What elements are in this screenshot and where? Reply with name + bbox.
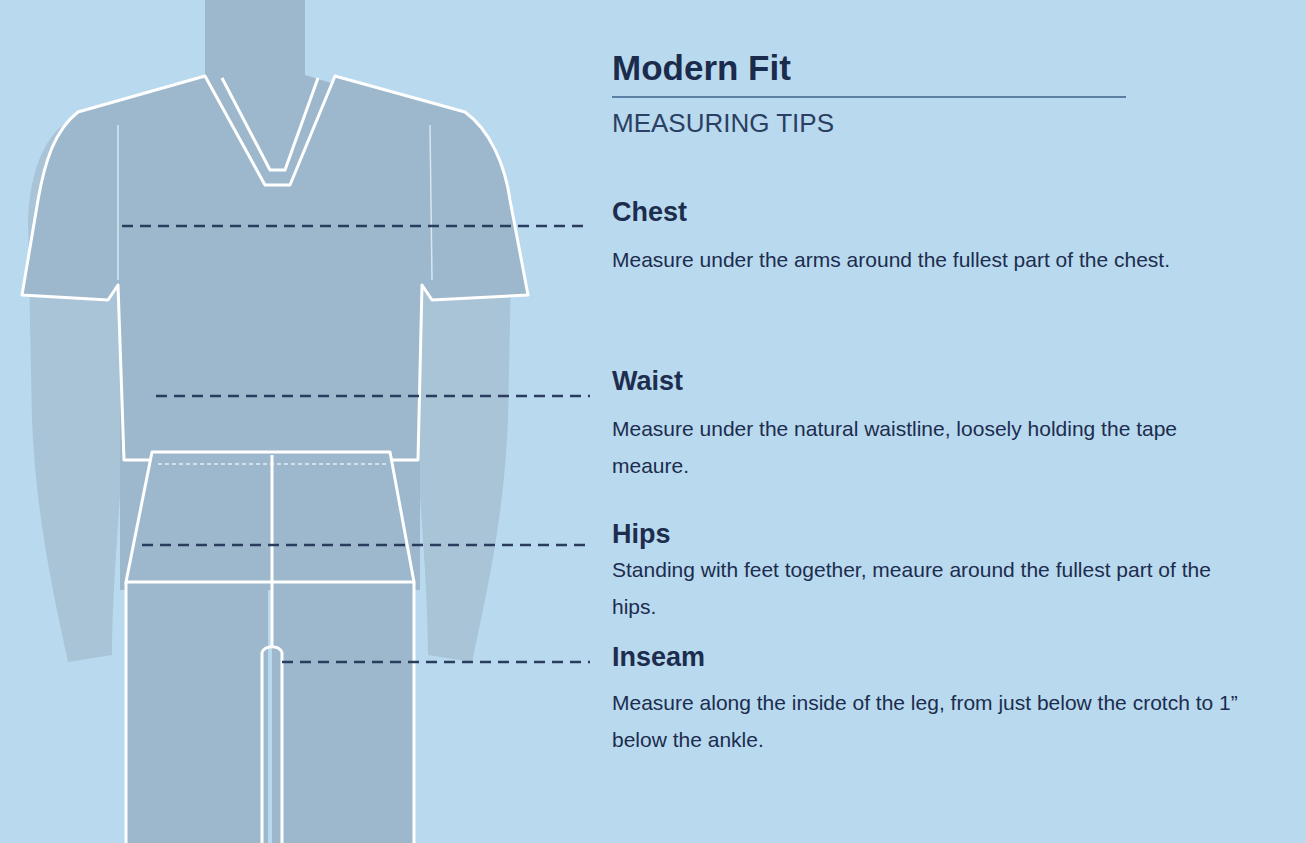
- inseam-leader: [282, 661, 590, 664]
- section-heading: Chest: [612, 196, 1252, 228]
- waist-leader: [156, 395, 590, 398]
- scrub-top: [22, 76, 528, 460]
- section-heading: Inseam: [612, 641, 1252, 673]
- chest-leader: [122, 225, 590, 228]
- title: Modern Fit: [612, 48, 791, 88]
- v-neck-trim: [222, 78, 318, 170]
- section-heading: Hips: [612, 518, 1252, 550]
- title-rule: [612, 96, 1126, 98]
- measuring-tip: Measure under the arms around the fulles…: [612, 241, 1252, 278]
- hips-leader: [142, 544, 590, 547]
- subtitle: MEASURING TIPS: [612, 108, 1252, 139]
- left-leg: [126, 580, 268, 843]
- measuring-tip: Measure along the inside of the leg, fro…: [612, 684, 1252, 758]
- pants-legs: [126, 582, 414, 843]
- pants-center-seam: [271, 455, 274, 648]
- pants-waistband: [126, 452, 414, 582]
- side-seams: [118, 125, 432, 280]
- measuring-tip: Measure under the natural waistline, loo…: [612, 410, 1252, 484]
- right-leg: [272, 580, 414, 843]
- section-heading: Waist: [612, 365, 1252, 397]
- measuring-tip: Standing with feet together, meaure arou…: [612, 551, 1252, 625]
